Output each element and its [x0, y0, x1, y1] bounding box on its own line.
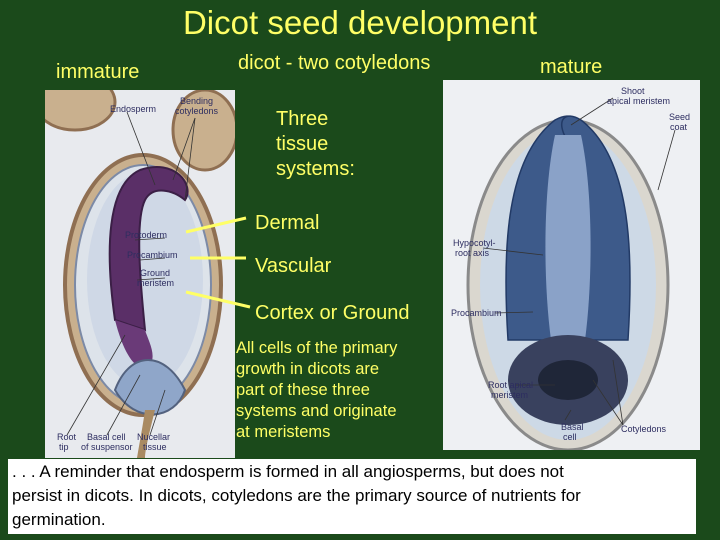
reminder-line2: persist in dicots. In dicots, cotyledons…	[12, 486, 581, 505]
reminder-box: . . . A reminder that endosperm is forme…	[8, 459, 696, 534]
vascular-label: Vascular	[255, 255, 332, 277]
primary-note-line3: part of these three	[236, 381, 370, 399]
root-apical-label-2: meristem	[491, 390, 528, 400]
basal-cell-label-2: of suspensor	[81, 442, 133, 452]
mature-seed-drawing: Shoot apical meristem Seed coat Hypocoty…	[443, 80, 700, 450]
immature-seed-drawing: Endosperm Bending cotyledons Protoderm P…	[45, 90, 235, 458]
shoot-label-1: Shoot	[621, 86, 645, 96]
hypocotyl-label-2: root axis	[455, 248, 490, 258]
tissue-heading: Three tissue systems:	[276, 107, 355, 182]
root-tip-label-2: tip	[59, 442, 69, 452]
primary-note-line5: at meristems	[236, 423, 331, 441]
basal-cell-label-1: Basal cell	[87, 432, 126, 442]
mature-label: mature	[540, 56, 603, 78]
seed-coat-label-1: Seed	[669, 112, 690, 122]
mature-seed-micrograph: Shoot apical meristem Seed coat Hypocoty…	[443, 80, 700, 450]
primary-note-line2: growth in dicots are	[236, 360, 380, 378]
basal-label-1: Basal	[561, 422, 584, 432]
immature-label: immature	[56, 61, 140, 83]
endosperm-label: Endosperm	[110, 104, 156, 114]
nucellar-label-1: Nucellar	[137, 432, 170, 442]
primary-growth-note: All cells of the primary growth in dicot…	[236, 338, 397, 443]
tissue-heading-line3: systems:	[276, 158, 355, 180]
immature-seed-micrograph: Endosperm Bending cotyledons Protoderm P…	[45, 90, 235, 458]
dermal-connector	[185, 216, 247, 234]
root-tip-label-1: Root	[57, 432, 77, 442]
tissue-heading-line1: Three	[276, 108, 329, 130]
root-apical-label-1: Root apical	[488, 380, 533, 390]
ground-meristem-label-1: Ground	[140, 268, 170, 278]
reminder-line3: germination.	[12, 510, 106, 529]
slide-title: Dicot seed development	[182, 4, 538, 41]
protoderm-label: Protoderm	[125, 230, 167, 240]
tissue-heading-line2: tissue	[276, 133, 329, 155]
ground-meristem-label-2: meristem	[137, 278, 174, 288]
seed-coat-label-2: coat	[670, 122, 688, 132]
primary-note-line4: systems and originate	[236, 402, 397, 420]
primary-note-line1: All cells of the primary	[236, 339, 398, 357]
cotyledons-label: Cotyledons	[621, 424, 667, 434]
reminder-line1: . . . A reminder that endosperm is forme…	[12, 462, 564, 481]
bending-label-1: Bending	[180, 96, 213, 106]
cortex-ground-label: Cortex or Ground	[255, 302, 410, 324]
shoot-label-2: apical meristem	[607, 96, 670, 106]
dicot-label: dicot - two cotyledons	[238, 52, 431, 74]
hypocotyl-label-1: Hypocotyl-	[453, 238, 496, 248]
procambium-label: Procambium	[127, 250, 178, 260]
bending-label-2: cotyledons	[175, 106, 219, 116]
dermal-label: Dermal	[255, 212, 320, 234]
mature-procambium-label: Procambium	[451, 308, 502, 318]
ground-connector	[185, 290, 251, 309]
basal-label-2: cell	[563, 432, 577, 442]
nucellar-label-2: tissue	[143, 442, 167, 452]
